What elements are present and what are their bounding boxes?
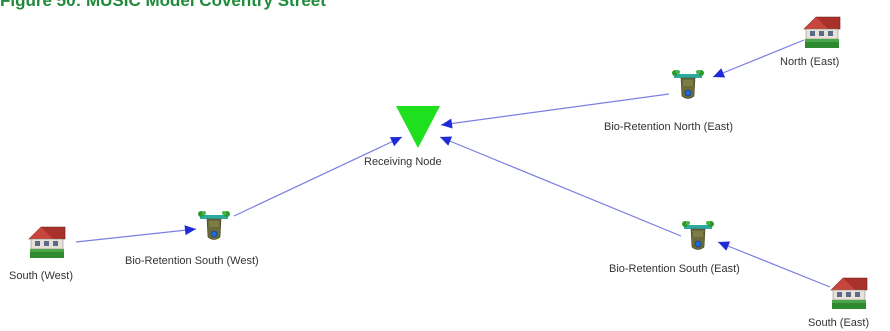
bio-retention-icon[interactable] xyxy=(671,69,705,99)
house-icon[interactable] xyxy=(803,16,841,49)
link-south_east-to-bio_south_east[interactable] xyxy=(717,241,831,288)
link-bio_south_east-to-receiving[interactable] xyxy=(439,136,682,237)
node-label-bio-north-east: Bio-Retention North (East) xyxy=(604,121,733,133)
figure-caption: Figure 50: MUSIC Model Coventry Street xyxy=(0,0,326,10)
house-icon[interactable] xyxy=(28,226,66,259)
arrowhead-icon xyxy=(184,225,196,236)
link-bio_north_east-to-receiving[interactable] xyxy=(440,93,670,126)
node-label-north-east: North (East) xyxy=(780,56,840,68)
node-label-bio-south-west: Bio-Retention South (West) xyxy=(125,255,259,267)
arrowhead-icon xyxy=(389,137,402,147)
arrowhead-icon xyxy=(440,136,453,146)
node-label-receiving: Receiving Node xyxy=(364,156,442,168)
node-label-south-east: South (East) xyxy=(808,317,870,329)
node-label-bio-south-east: Bio-Retention South (East) xyxy=(609,263,740,275)
link-north_east-to-bio_north_east[interactable] xyxy=(712,39,805,78)
node-label-south-west: South (West) xyxy=(9,270,73,282)
green-triangle-icon[interactable] xyxy=(396,106,440,148)
nodes-layer xyxy=(28,16,868,310)
bio-retention-icon[interactable] xyxy=(681,220,715,250)
arrowhead-icon xyxy=(713,68,726,78)
link-south_west-to-bio_south_west[interactable] xyxy=(75,228,197,243)
arrowhead-icon xyxy=(441,118,453,129)
arrowhead-icon xyxy=(718,241,731,251)
links-layer xyxy=(75,39,831,288)
link-bio_south_west-to-receiving[interactable] xyxy=(233,136,403,217)
bio-retention-icon[interactable] xyxy=(197,210,231,240)
house-icon[interactable] xyxy=(830,277,868,310)
